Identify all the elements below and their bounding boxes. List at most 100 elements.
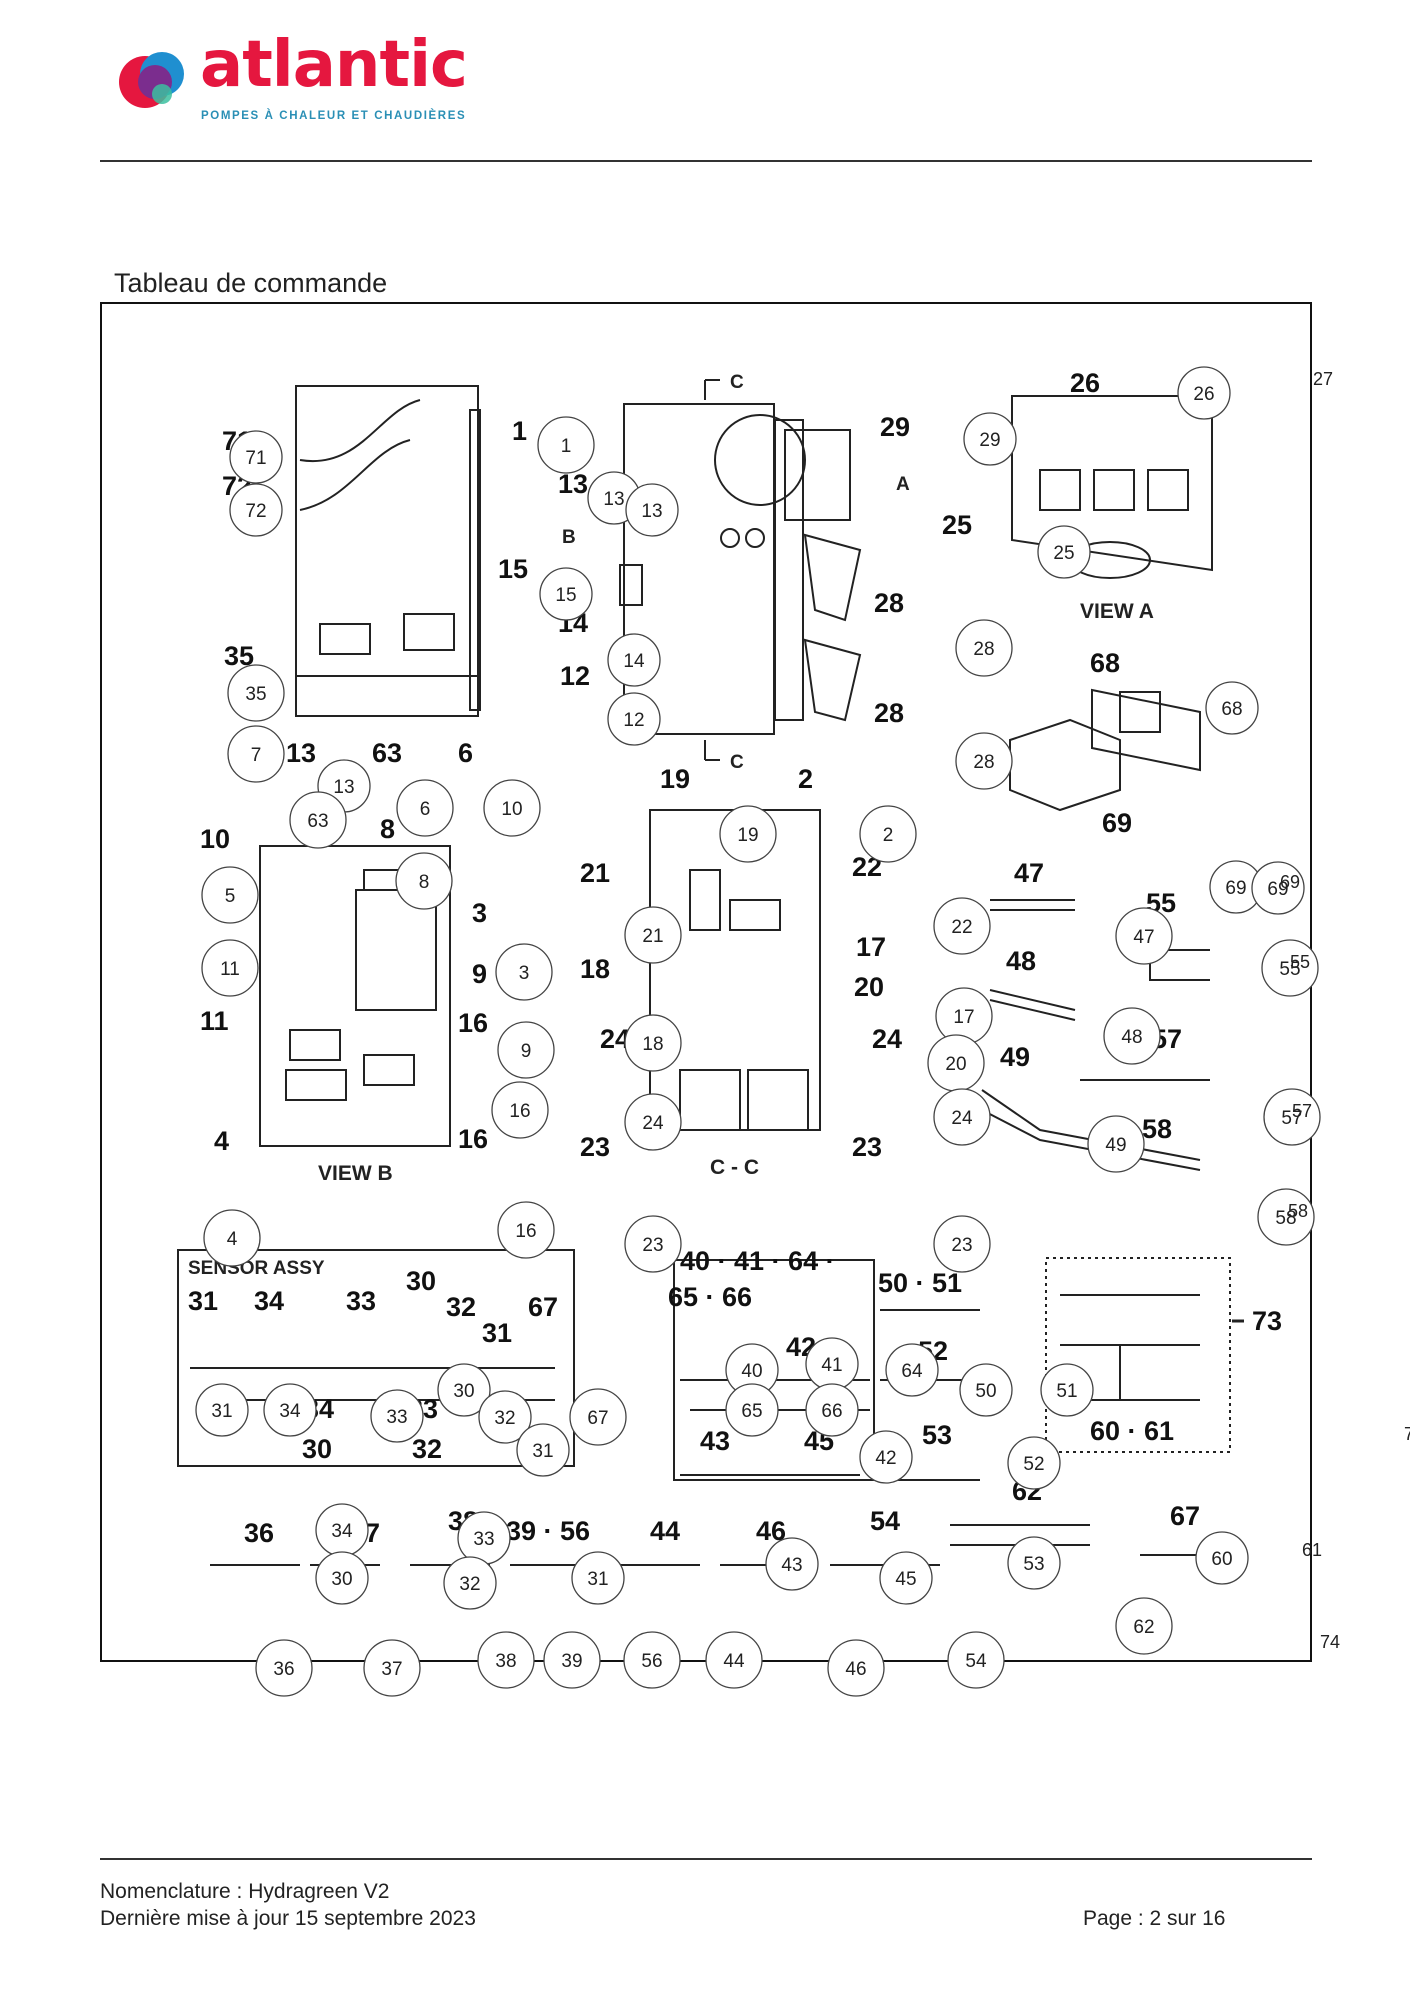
callout-circle-65: 65 bbox=[725, 1383, 779, 1437]
callout-number-25: 25 bbox=[1053, 543, 1074, 564]
callout-number-32: 32 bbox=[494, 1408, 515, 1429]
callout-circle-69: 69 bbox=[1251, 861, 1305, 915]
callout-circle-23: 23 bbox=[624, 1215, 682, 1273]
callout-circle-31: 31 bbox=[571, 1551, 625, 1605]
callout-circle-30: 30 bbox=[437, 1363, 491, 1417]
callout-circle-9: 9 bbox=[497, 1021, 555, 1079]
printed-callout-6: 6 bbox=[458, 738, 473, 768]
printed-callout-15: 15 bbox=[498, 554, 528, 584]
callout-circle-4: 4 bbox=[203, 1209, 261, 1267]
printed-callout-9: 9 bbox=[472, 959, 487, 989]
printed-callout-20: 20 bbox=[854, 972, 884, 1002]
printed-callout-65-66: 65 · 66 bbox=[668, 1282, 752, 1312]
callout-circle-16: 16 bbox=[497, 1201, 555, 1259]
callout-circle-66: 66 bbox=[805, 1383, 859, 1437]
callout-circle-32: 32 bbox=[478, 1390, 532, 1444]
printed-callout-32: 32 bbox=[446, 1292, 476, 1322]
callout-number-68: 68 bbox=[1221, 699, 1242, 720]
callout-number-43: 43 bbox=[781, 1555, 802, 1576]
callout-number-38: 38 bbox=[495, 1651, 516, 1672]
printed-callout-32: 32 bbox=[412, 1434, 442, 1464]
printed-callout-13: 13 bbox=[286, 738, 316, 768]
callout-number-23: 23 bbox=[951, 1235, 972, 1256]
callout-number-69: 69 bbox=[1267, 879, 1288, 900]
callout-number-69: 69 bbox=[1225, 878, 1246, 899]
printed-callout-39-56: 39 · 56 bbox=[506, 1516, 590, 1546]
edge-callout-55: 55 bbox=[1290, 952, 1310, 972]
callout-circle-29: 29 bbox=[963, 412, 1017, 466]
callout-number-22: 22 bbox=[951, 917, 972, 938]
printed-callout-53: 53 bbox=[922, 1420, 952, 1450]
callout-circle-8: 8 bbox=[395, 852, 453, 910]
callout-number-56: 56 bbox=[641, 1651, 662, 1672]
callout-circle-62: 62 bbox=[1115, 1597, 1173, 1655]
callout-number-65: 65 bbox=[741, 1401, 762, 1422]
callout-circle-30: 30 bbox=[315, 1551, 369, 1605]
callout-number-28: 28 bbox=[973, 752, 994, 773]
printed-callout-21: 21 bbox=[580, 858, 610, 888]
callout-number-28: 28 bbox=[973, 639, 994, 660]
callout-number-16: 16 bbox=[515, 1221, 536, 1242]
callout-circle-58: 58 bbox=[1257, 1188, 1315, 1246]
callout-number-4: 4 bbox=[227, 1229, 238, 1250]
callout-number-20: 20 bbox=[945, 1054, 966, 1075]
printed-callout-19: 19 bbox=[660, 764, 690, 794]
printed-callout-58: 58 bbox=[1142, 1114, 1172, 1144]
callout-circle-63: 63 bbox=[289, 791, 347, 849]
label-view-a: VIEW A bbox=[1080, 600, 1154, 623]
callout-circle-31: 31 bbox=[195, 1383, 249, 1437]
printed-callout-43: 43 bbox=[700, 1426, 730, 1456]
printed-callout-31: 31 bbox=[188, 1286, 218, 1316]
callout-circle-22: 22 bbox=[933, 897, 991, 955]
callout-circle-36: 36 bbox=[255, 1639, 313, 1697]
label-arrow-c-bottom: C bbox=[730, 752, 744, 773]
callout-number-34: 34 bbox=[331, 1521, 353, 1542]
callout-circle-21: 21 bbox=[624, 906, 682, 964]
printed-callout-16: 16 bbox=[458, 1124, 488, 1154]
footer-divider bbox=[100, 1858, 1312, 1860]
callout-number-49: 49 bbox=[1105, 1135, 1126, 1156]
callout-circle-48: 48 bbox=[1103, 1007, 1161, 1065]
callout-number-42: 42 bbox=[875, 1448, 896, 1469]
callout-number-7: 7 bbox=[251, 745, 262, 766]
callout-circle-25: 25 bbox=[1037, 525, 1091, 579]
callout-number-3: 3 bbox=[519, 963, 530, 984]
callout-number-53: 53 bbox=[1023, 1554, 1044, 1575]
callout-circle-64: 64 bbox=[885, 1343, 939, 1397]
atlantic-logo: atlantic POMPES À CHALEUR ET CHAUDIÈRES bbox=[112, 28, 492, 128]
logo-mark-icon bbox=[119, 52, 184, 108]
edge-callout-61: 61 bbox=[1302, 1540, 1322, 1560]
printed-callout-48: 48 bbox=[1006, 946, 1036, 976]
callout-circle-3: 3 bbox=[495, 943, 553, 1001]
callout-circle-20: 20 bbox=[927, 1034, 985, 1092]
callout-circle-11: 11 bbox=[201, 939, 259, 997]
callout-number-30: 30 bbox=[453, 1381, 474, 1402]
printed-callout-26: 26 bbox=[1070, 368, 1100, 398]
callout-circle-55: 55 bbox=[1261, 939, 1319, 997]
callout-circle-28: 28 bbox=[955, 619, 1013, 677]
callout-number-35: 35 bbox=[245, 684, 266, 705]
callout-circle-10: 10 bbox=[483, 779, 541, 837]
callout-number-6: 6 bbox=[420, 799, 431, 820]
callout-number-21: 21 bbox=[642, 926, 663, 947]
callout-number-57: 57 bbox=[1281, 1108, 1302, 1129]
printed-callout-67: 67 bbox=[1170, 1501, 1200, 1531]
callout-number-13: 13 bbox=[641, 501, 662, 522]
callout-circle-14: 14 bbox=[607, 633, 661, 687]
footer-update-date: Dernière mise à jour 15 septembre 2023 bbox=[100, 1907, 476, 1930]
callout-circle-47: 47 bbox=[1115, 907, 1173, 965]
callout-number-30: 30 bbox=[331, 1569, 352, 1590]
printed-callout-50-51: 50 · 51 bbox=[878, 1268, 962, 1298]
callout-circle-46: 46 bbox=[827, 1639, 885, 1697]
printed-callout-69: 69 bbox=[1102, 808, 1132, 838]
callout-circle-31: 31 bbox=[516, 1423, 570, 1477]
printed-callout-23: 23 bbox=[852, 1132, 882, 1162]
callout-number-33: 33 bbox=[386, 1407, 407, 1428]
logo-tagline: POMPES À CHALEUR ET CHAUDIÈRES bbox=[201, 110, 467, 122]
printed-callout-47: 47 bbox=[1014, 858, 1044, 888]
callout-circle-19: 19 bbox=[719, 805, 777, 863]
callout-circle-43: 43 bbox=[765, 1537, 819, 1591]
callout-number-58: 58 bbox=[1275, 1208, 1296, 1229]
callout-number-13: 13 bbox=[333, 777, 354, 798]
callout-circle-18: 18 bbox=[624, 1014, 682, 1072]
